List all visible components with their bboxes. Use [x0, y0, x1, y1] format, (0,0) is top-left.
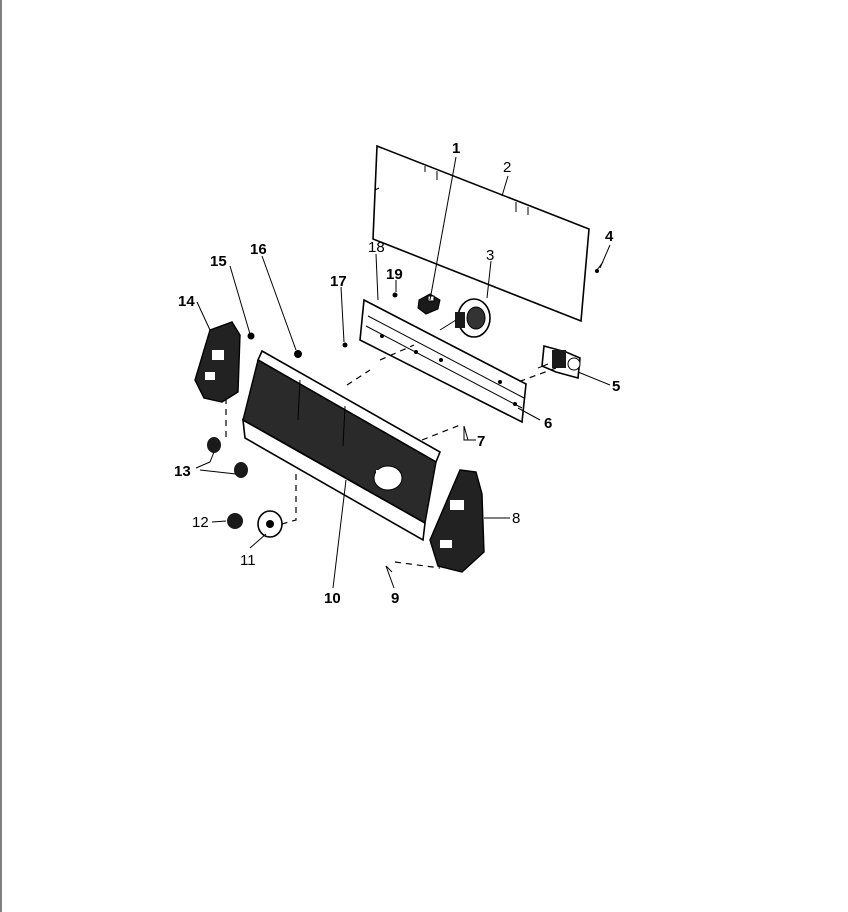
callout-8: 8 — [512, 510, 520, 527]
callout-1: 1 — [452, 140, 460, 157]
clip-part-16 — [294, 350, 302, 358]
callout-11: 11 — [240, 552, 256, 569]
fastener-part-15 — [247, 332, 255, 340]
callout-6: 6 — [544, 415, 552, 432]
rear-panel — [372, 144, 590, 323]
dial-part-3 — [439, 298, 491, 338]
callout-3: 3 — [486, 247, 494, 264]
callout-7: 7 — [477, 433, 485, 450]
callout-13: 13 — [174, 463, 191, 480]
control-bracket-rail — [359, 298, 527, 424]
callout-9: 9 — [391, 590, 399, 607]
callout-19: 19 — [386, 266, 403, 283]
callout-labels: 1 2 3 4 5 6 7 8 9 10 11 12 13 14 15 16 1… — [174, 140, 620, 607]
callout-4: 4 — [605, 228, 614, 245]
callout-18: 18 — [368, 239, 385, 256]
callout-5: 5 — [612, 378, 620, 395]
end-cap-part-8 — [429, 469, 485, 573]
screw-part-17 — [342, 342, 348, 348]
callout-2: 2 — [503, 159, 511, 176]
dial-part-11 — [257, 510, 283, 538]
callout-10: 10 — [324, 590, 341, 607]
callout-15: 15 — [210, 253, 227, 270]
callout-17: 17 — [330, 273, 347, 290]
callout-16: 16 — [250, 241, 267, 258]
knobs-part-13 — [207, 437, 248, 478]
callout-12: 12 — [192, 514, 209, 531]
timer-part-5 — [537, 344, 581, 380]
screw-part-19 — [392, 292, 398, 298]
callout-14: 14 — [178, 293, 195, 310]
leader-lines — [195, 156, 611, 589]
switch-part-1 — [417, 293, 441, 315]
control-panel-part-10 — [242, 349, 442, 542]
knob-part-12 — [227, 513, 243, 529]
assembly-lines — [225, 344, 557, 569]
end-cap-part-14 — [194, 321, 241, 403]
